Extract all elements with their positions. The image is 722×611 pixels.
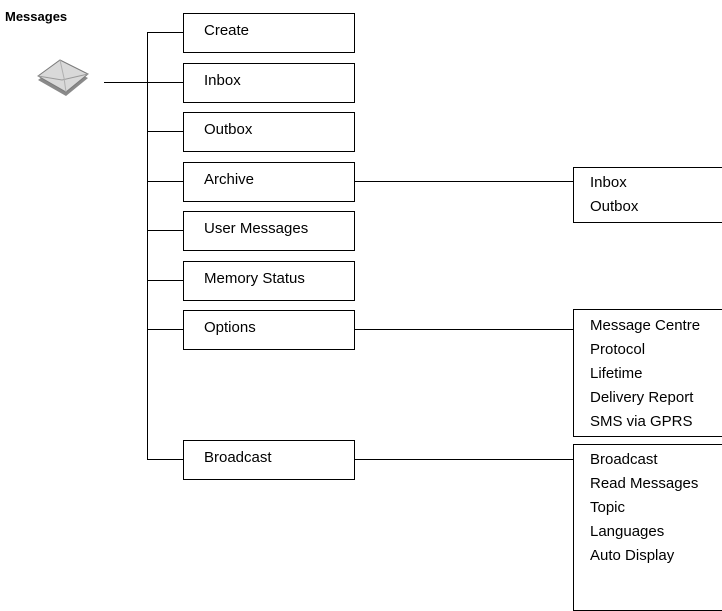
branch-user-messages <box>147 230 183 231</box>
connector-archive <box>355 181 573 182</box>
submenu-item: SMS via GPRS <box>590 413 693 430</box>
submenu-item: Read Messages <box>590 475 699 492</box>
menu-item-user-messages: User Messages <box>183 211 355 251</box>
submenu-item: Lifetime <box>590 365 643 382</box>
tree-trunk <box>147 32 148 459</box>
menu-item-label: Broadcast <box>204 449 272 466</box>
submenu-item: Protocol <box>590 341 646 358</box>
diagram-title: Messages <box>5 9 68 24</box>
menu-item-create: Create <box>183 13 355 53</box>
menu-item-label: Options <box>204 319 256 336</box>
branch-options <box>147 329 183 330</box>
icon-connector <box>104 82 148 83</box>
menu-item-label: Archive <box>204 171 255 188</box>
branch-inbox <box>147 82 183 83</box>
menu-item-label: Create <box>204 22 250 39</box>
menu-item-label: Inbox <box>204 72 241 89</box>
menu-item-broadcast: Broadcast <box>183 440 355 480</box>
submenu-options: Message Centre Protocol Lifetime Deliver… <box>573 309 722 437</box>
branch-memory-status <box>147 280 183 281</box>
branch-outbox <box>147 131 183 132</box>
submenu-item: Topic <box>590 499 626 516</box>
envelope-icon <box>37 59 89 96</box>
menu-item-label: Memory Status <box>204 270 305 287</box>
submenu-item: Auto Display <box>590 547 675 564</box>
menu-item-outbox: Outbox <box>183 112 355 152</box>
menu-item-inbox: Inbox <box>183 63 355 103</box>
menu-item-label: Outbox <box>204 121 253 138</box>
submenu-item: Delivery Report <box>590 389 694 406</box>
menu-item-archive: Archive <box>183 162 355 202</box>
menu-item-options: Options <box>183 310 355 350</box>
submenu-item: Broadcast <box>590 451 658 468</box>
submenu-item: Languages <box>590 523 665 540</box>
submenu-item: Inbox <box>590 174 627 191</box>
submenu-item: Outbox <box>590 198 639 215</box>
branch-create <box>147 32 183 33</box>
menu-item-memory-status: Memory Status <box>183 261 355 301</box>
submenu-archive: Inbox Outbox <box>573 167 722 223</box>
branch-archive <box>147 181 183 182</box>
connector-broadcast <box>355 459 573 460</box>
submenu-broadcast: Broadcast Read Messages Topic Languages … <box>573 444 722 611</box>
branch-broadcast <box>147 459 183 460</box>
connector-options <box>355 329 573 330</box>
submenu-item: Message Centre <box>590 317 701 334</box>
menu-item-label: User Messages <box>204 220 309 237</box>
